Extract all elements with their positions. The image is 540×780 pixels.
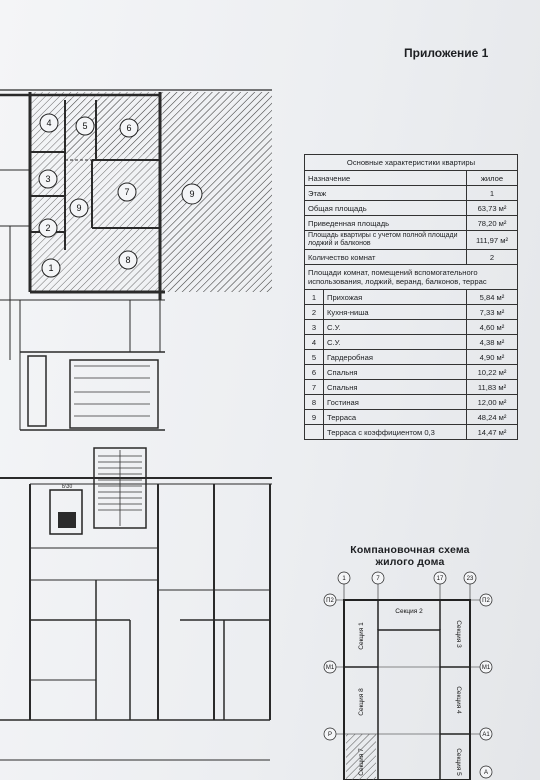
room-row: 2 Кухня-ниша 7,33 м² xyxy=(304,304,518,320)
table-row: Количество комнат 2 xyxy=(304,249,518,265)
table-row: Площадь квартиры с учетом полной площади… xyxy=(304,230,518,250)
scheme-axis-left-p2: П2 xyxy=(323,593,337,607)
svg-text:А: А xyxy=(484,770,488,776)
apartment-characteristics-table: Основные характеристики квартиры Назначе… xyxy=(304,154,518,440)
room-row: 1 Прихожая 5,84 м² xyxy=(304,289,518,305)
svg-text:5: 5 xyxy=(82,121,87,131)
scheme-axis-right-p2: П2 xyxy=(479,593,493,607)
scheme-axis-top-23: 23 xyxy=(463,571,477,585)
section-3-label: Секция 3 xyxy=(455,620,462,648)
svg-text:М1: М1 xyxy=(482,665,491,671)
table-row: Этаж 1 xyxy=(304,185,518,201)
rooms-caption: Площади комнат, помещений вспомогательно… xyxy=(304,264,518,290)
svg-text:6: 6 xyxy=(126,123,131,133)
room-marker-8: 8 xyxy=(118,250,138,270)
room-row: 7 Спальня 11,83 м² xyxy=(304,379,518,395)
room-marker-9a: 9 xyxy=(69,198,89,218)
section-8-label: Секция 8 xyxy=(358,688,365,716)
table-row: Назначение жилое xyxy=(304,170,518,186)
section-7-label: Секция 7 xyxy=(358,748,365,776)
scheme-axis-left-r: Р xyxy=(323,727,337,741)
svg-text:8: 8 xyxy=(125,255,130,265)
scheme-title-line1: Компановочная схема xyxy=(350,544,470,556)
elevator-label: Б\30 xyxy=(62,484,72,490)
terrace-hatch xyxy=(163,92,272,292)
svg-text:П2: П2 xyxy=(482,598,490,604)
svg-text:3: 3 xyxy=(45,174,50,184)
svg-text:7: 7 xyxy=(376,576,380,582)
scheme-axis-right-m1: М1 xyxy=(479,660,493,674)
scheme-axis-left-m1: М1 xyxy=(323,660,337,674)
table-row: Приведенная площадь 78,20 м² xyxy=(304,215,518,231)
room-marker-9b: 9 xyxy=(181,183,203,205)
svg-text:М1: М1 xyxy=(326,665,335,671)
svg-text:П2: П2 xyxy=(326,598,334,604)
room-marker-2: 2 xyxy=(38,218,58,238)
svg-text:2: 2 xyxy=(45,223,50,233)
svg-text:23: 23 xyxy=(467,576,474,582)
scheme-axis-right-a1: А1 xyxy=(479,727,493,741)
layout-scheme xyxy=(334,584,486,780)
room-marker-5: 5 xyxy=(75,116,95,136)
elevator-shaft xyxy=(49,489,83,535)
terrace-coef-row: Терраса с коэффициентом 0,3 14,47 м² xyxy=(304,424,518,440)
room-row: 8 Гостиная 12,00 м² xyxy=(304,394,518,410)
scheme-title: Компановочная схема жилого дома xyxy=(340,544,480,568)
scheme-axis-top-17: 17 xyxy=(433,571,447,585)
table-caption: Основные характеристики квартиры xyxy=(304,154,518,171)
scheme-title-line2: жилого дома xyxy=(375,556,445,568)
room-row: 4 С.У. 4,38 м² xyxy=(304,334,518,350)
scheme-axis-top-1: 1 xyxy=(337,571,351,585)
annex-title: Приложение 1 xyxy=(404,46,489,60)
room-marker-3: 3 xyxy=(38,169,58,189)
room-marker-4: 4 xyxy=(39,113,59,133)
svg-text:9: 9 xyxy=(189,189,194,199)
svg-text:1: 1 xyxy=(342,576,346,582)
section-5-label: Секция 5 xyxy=(455,748,462,776)
room-marker-7: 7 xyxy=(117,182,137,202)
room-row: 3 С.У. 4,60 м² xyxy=(304,319,518,335)
svg-text:17: 17 xyxy=(437,576,444,582)
section-2-label: Секция 2 xyxy=(395,608,423,615)
svg-text:Р: Р xyxy=(328,732,332,738)
room-marker-6: 6 xyxy=(119,118,139,138)
svg-text:4: 4 xyxy=(46,118,51,128)
svg-text:А1: А1 xyxy=(482,732,490,738)
elevator-car xyxy=(58,512,76,528)
table-row: Общая площадь 63,73 м² xyxy=(304,200,518,216)
svg-text:9: 9 xyxy=(76,203,81,213)
svg-text:1: 1 xyxy=(48,263,53,273)
room-row: 9 Терраса 48,24 м² xyxy=(304,409,518,425)
scheme-axis-top-7: 7 xyxy=(371,571,385,585)
svg-text:7: 7 xyxy=(124,187,129,197)
scheme-axis-right-a: А xyxy=(479,765,493,779)
room-row: 5 Гардеробная 4,90 м² xyxy=(304,349,518,365)
section-1-label: Секция 1 xyxy=(358,622,365,650)
room-row: 6 Спальня 10,22 м² xyxy=(304,364,518,380)
section-4-label: Секция 4 xyxy=(455,686,462,714)
room-marker-1: 1 xyxy=(41,258,61,278)
